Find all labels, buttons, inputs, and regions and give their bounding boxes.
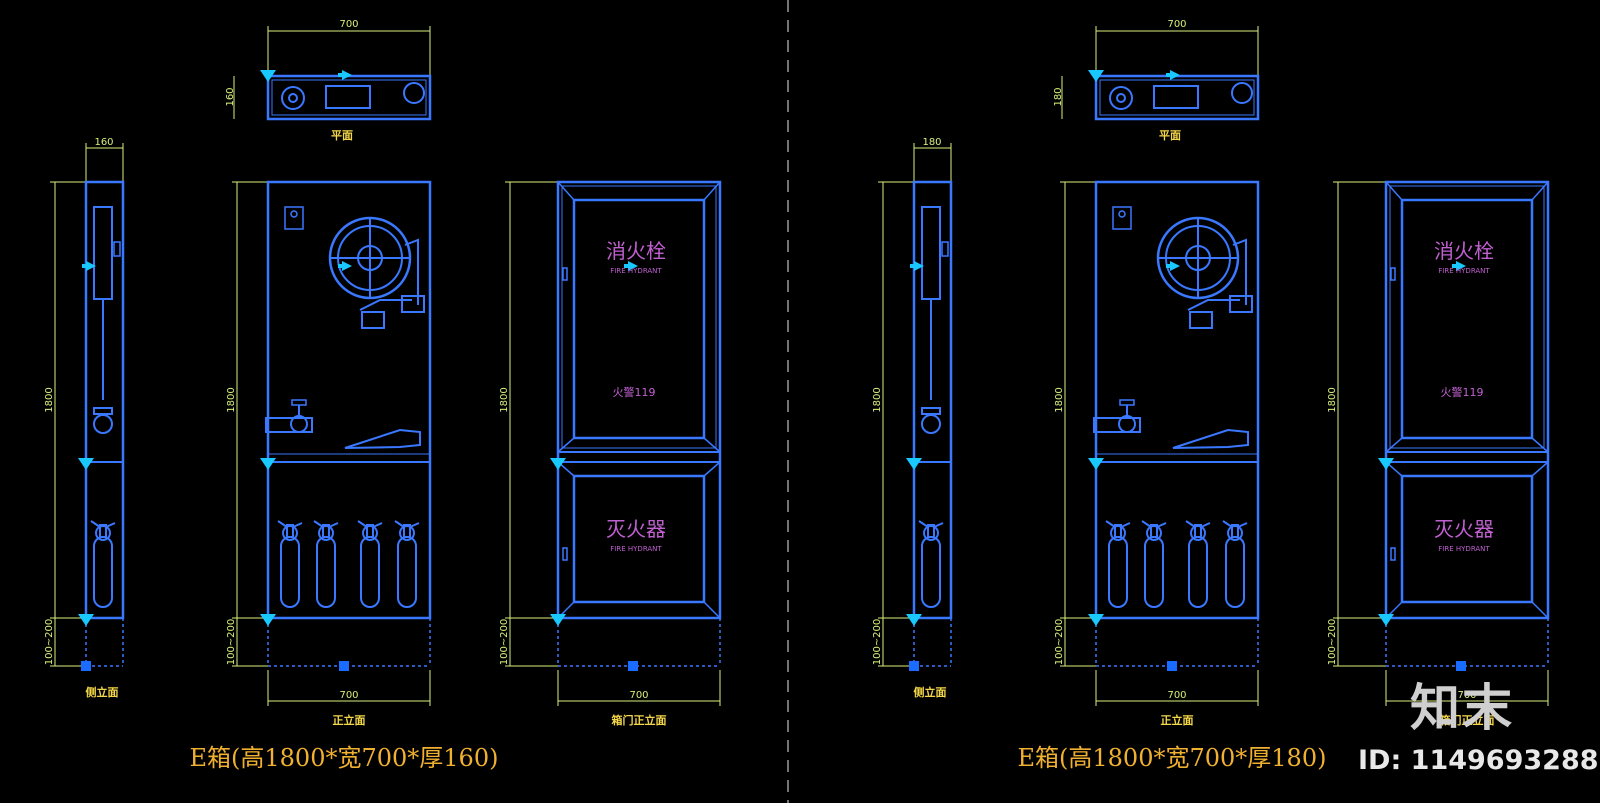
plan-depth-dim: 160 (225, 87, 236, 106)
front-label: 正立面 (333, 713, 366, 727)
plan-label: 平面 (1159, 129, 1181, 142)
extinguisher-text: 灭火器 (606, 517, 666, 541)
plan-width-dim: 700 (1167, 19, 1186, 30)
side-width-dim: 180 (922, 137, 941, 148)
side-elevation (878, 143, 953, 671)
side-base-dim: 100~200 (44, 619, 55, 666)
alarm-text: 火警119 (1441, 385, 1484, 399)
hydrant-en-text: FIRE HYDRANT (610, 267, 662, 275)
door-base-dim: 100~200 (499, 619, 510, 666)
front-elevation (1060, 180, 1260, 706)
plan-view (1061, 26, 1260, 121)
plan-width-dim: 700 (339, 19, 358, 30)
side-base-dim: 100~200 (872, 619, 883, 666)
door-width-dim: 700 (629, 690, 648, 701)
plan-depth-dim: 180 (1053, 87, 1064, 106)
panel-left: 700 160 平面 160 1800 100~200 侧立面 1800 100… (44, 19, 722, 772)
alarm-text: 火警119 (613, 385, 656, 399)
watermark-logo: 知末 (1410, 679, 1514, 737)
watermark-id: ID: 1149693288 (1358, 745, 1599, 776)
box-title: E箱(高1800*宽700*厚180) (1018, 744, 1327, 772)
side-label: 侧立面 (86, 685, 119, 699)
extinguisher-en-text: FIRE HYDRANT (1438, 545, 1490, 553)
door-front-elevation (505, 180, 722, 706)
panel-right-content: 700 180 平面 180 1800 100~200 侧立面 1800 100… (872, 19, 1550, 772)
panel-right: 700 180 平面 180 1800 100~200 侧立面 1800 100… (872, 19, 1550, 772)
front-width-dim: 700 (1167, 690, 1186, 701)
door-height-dim: 1800 (499, 387, 510, 412)
front-elevation (232, 180, 432, 706)
side-height-dim: 1800 (872, 387, 883, 412)
door-base-dim: 100~200 (1327, 619, 1338, 666)
door-front-elevation (1333, 180, 1550, 706)
plan-view (233, 26, 432, 121)
front-label: 正立面 (1161, 713, 1194, 727)
door-front-label: 箱门正立面 (612, 713, 667, 727)
side-height-dim: 1800 (44, 387, 55, 412)
front-base-dim: 100~200 (226, 619, 237, 666)
front-height-dim: 1800 (1054, 387, 1065, 412)
hydrant-text: 消火栓 (1434, 239, 1494, 263)
hydrant-en-text: FIRE HYDRANT (1438, 267, 1490, 275)
hydrant-text: 消火栓 (606, 239, 666, 263)
side-label: 侧立面 (914, 685, 947, 699)
side-width-dim: 160 (94, 137, 113, 148)
front-height-dim: 1800 (226, 387, 237, 412)
door-front-label: 箱门正立面 (1440, 713, 1495, 727)
box-title: E箱(高1800*宽700*厚160) (190, 744, 499, 772)
plan-label: 平面 (331, 129, 353, 142)
door-height-dim: 1800 (1327, 387, 1338, 412)
front-base-dim: 100~200 (1054, 619, 1065, 666)
side-elevation (50, 143, 125, 671)
door-width-dim: 700 (1457, 690, 1476, 701)
front-width-dim: 700 (339, 690, 358, 701)
extinguisher-en-text: FIRE HYDRANT (610, 545, 662, 553)
extinguisher-text: 灭火器 (1434, 517, 1494, 541)
